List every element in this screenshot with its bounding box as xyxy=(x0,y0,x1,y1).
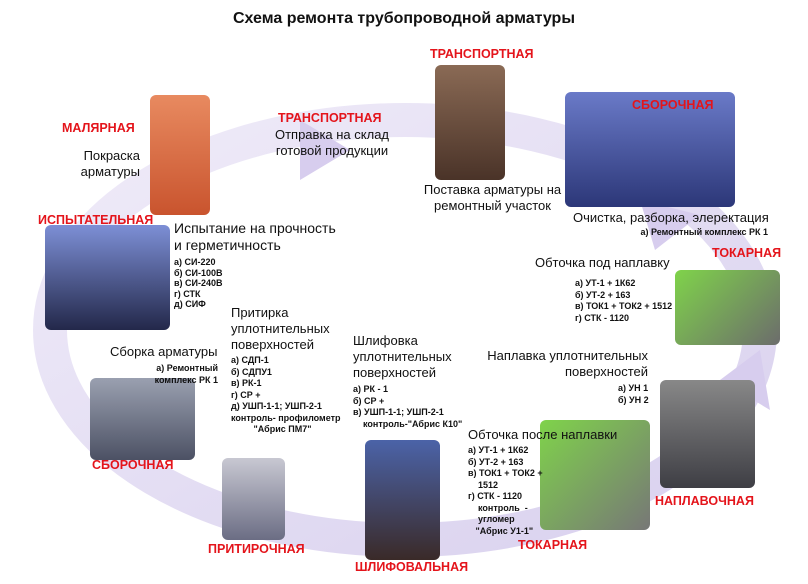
disassembly-machine-image xyxy=(565,92,735,207)
grinding-text: Шлифовка уплотнительных поверхностей xyxy=(353,333,452,380)
disassembly-items: а) Ремонтный комплекс РК 1 xyxy=(640,227,768,237)
assembly-text: Сборка арматуры xyxy=(110,344,218,359)
lapping-machine-image xyxy=(222,458,285,540)
assembly-machine-image xyxy=(90,378,195,460)
turn-after-items: а) УТ-1 + 1К62 б) УТ-2 + 163 в) ТОК1 + Т… xyxy=(468,445,543,536)
painted-valve-image xyxy=(150,95,210,215)
assembly-items: а) Ремонтный комплекс РК 1 xyxy=(154,363,218,385)
label-lapping: ПРИТИРОЧНАЯ xyxy=(208,542,305,556)
label-disassembly: СБОРОЧНАЯ xyxy=(632,98,714,112)
turn-before-items: а) УТ-1 + 1К62 б) УТ-2 + 163 в) ТОК1 + Т… xyxy=(575,278,673,323)
label-surfacing: НАПЛАВОЧНАЯ xyxy=(655,494,754,508)
label-assembly: СБОРОЧНАЯ xyxy=(92,458,174,472)
surfacing-machine-image xyxy=(660,380,755,488)
testing-machine-image xyxy=(45,225,170,330)
label-deliver: ТРАНСПОРТНАЯ xyxy=(430,47,534,61)
turn-after-text: Обточка после наплавки xyxy=(468,427,618,442)
label-turn-before: ТОКАРНАЯ xyxy=(712,246,782,260)
label-ship: ТРАНСПОРТНАЯ xyxy=(278,111,382,125)
label-testing: ИСПЫТАТЕЛЬНАЯ xyxy=(38,213,154,227)
paint-text: Покраска арматуры xyxy=(80,148,140,179)
lathe-image xyxy=(675,270,780,345)
grinding-machine-image xyxy=(365,440,440,560)
label-grinding: ШЛИФОВАЛЬНАЯ xyxy=(355,560,469,574)
ship-text: Отправка на склад готовой продукции xyxy=(274,127,390,158)
deliver-text: Поставка арматуры на ремонтный участок xyxy=(423,182,562,213)
testing-items: а) СИ-220 б) СИ-100В в) СИ-240В г) СТК д… xyxy=(174,257,223,309)
label-turn-after: ТОКАРНАЯ xyxy=(518,538,588,552)
turn-before-text: Обточка под наплавку xyxy=(535,255,670,270)
disassembly-text: Очистка, разборка, элеректация xyxy=(573,210,769,225)
transport-valve-image xyxy=(435,65,505,180)
surfacing-text: Наплавка уплотнительных поверхностей xyxy=(487,348,648,379)
lapping-text: Притирка уплотнительных поверхностей xyxy=(231,305,330,352)
lathe-after-image xyxy=(540,420,650,530)
surfacing-items: а) УН 1 б) УН 2 xyxy=(618,383,649,405)
page-title: Схема ремонта трубопроводной арматуры xyxy=(233,10,575,27)
grinding-items: а) РК - 1 б) СР + в) УШП-1-1; УШП-2-1 ко… xyxy=(353,384,463,429)
label-paint: МАЛЯРНАЯ xyxy=(62,121,135,135)
testing-text: Испытание на прочность и герметичность xyxy=(174,220,336,253)
lapping-items: а) СДП-1 б) СДПУ1 в) РК-1 г) СР + д) УШП… xyxy=(231,355,341,434)
